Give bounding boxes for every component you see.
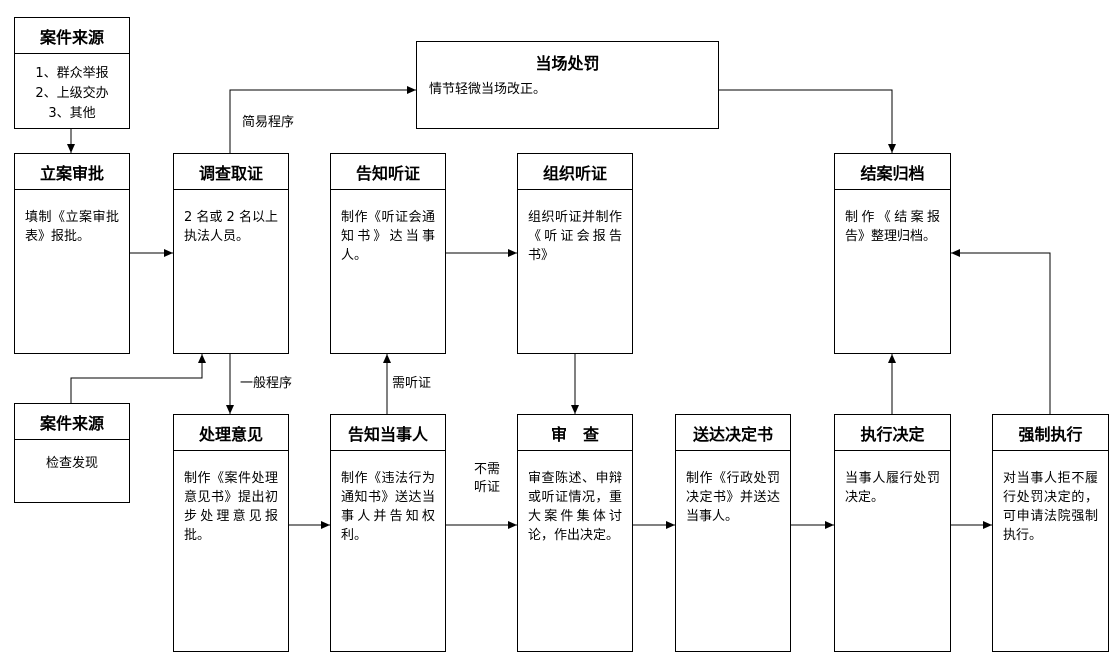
box-title: 调查取证 <box>174 154 288 190</box>
arrow-spot-penalty-to-closing <box>718 89 896 153</box>
box-body: 情节轻微当场改正。 <box>429 82 547 97</box>
arrow-forced-to-closing <box>951 249 1051 414</box>
box-title: 告知听证 <box>331 154 445 190</box>
box-title: 当场处罚 <box>535 54 600 73</box>
box-body: 1、群众举报 2、上级交办 3、其他 <box>35 66 109 121</box>
box-title: 结案归档 <box>835 154 950 190</box>
box-title: 执行决定 <box>835 415 950 451</box>
box-filing-approval: 立案审批 填制《立案审批表》报批。 <box>14 153 130 354</box>
label-need-hearing: 需听证 <box>392 376 432 391</box>
box-title: 审 查 <box>518 415 632 451</box>
arrow-investigation-to-spot-penalty <box>229 86 416 153</box>
box-body: 审查陈述、申辩或听证情况，重大案件集体讨论，作出决定。 <box>528 471 622 543</box>
box-title: 立案审批 <box>15 154 129 190</box>
box-body: 填制《立案审批表》报批。 <box>25 210 119 244</box>
box-title: 案件来源 <box>15 404 129 440</box>
box-case-closing: 结案归档 制作《结案报告》整理归档。 <box>834 153 951 354</box>
box-case-source-top: 案件来源 1、群众举报 2、上级交办 3、其他 <box>14 17 130 129</box>
label-no-hearing: 不需 听证 <box>474 462 501 495</box>
box-handling-opinion: 处理意见 制作《案件处理意见书》提出初步处理意见报批。 <box>173 414 289 652</box>
box-spot-penalty: 当场处罚 情节轻微当场改正。 <box>416 41 719 129</box>
box-deliver-decision: 送达决定书 制作《行政处罚决定书》并送达当事人。 <box>675 414 791 652</box>
box-body: 组织听证并制作《听证会报告书》 <box>528 210 622 263</box>
box-hearing-notice: 告知听证 制作《听证会通知书》达当事人。 <box>330 153 446 354</box>
box-body: 制作《听证会通知书》达当事人。 <box>341 210 435 263</box>
box-body: 检查发现 <box>45 456 98 471</box>
box-execute-decision: 执行决定 当事人履行处罚决定。 <box>834 414 951 652</box>
box-title: 送达决定书 <box>676 415 790 451</box>
box-body: 对当事人拒不履行处罚决定的，可申请法院强制执行。 <box>1003 471 1098 543</box>
box-body: 制作《违法行为通知书》送达当事人并告知权利。 <box>341 471 435 543</box>
box-review: 审 查 审查陈述、申辩或听证情况，重大案件集体讨论，作出决定。 <box>517 414 633 652</box>
box-body: 制作《行政处罚决定书》并送达当事人。 <box>686 471 780 524</box>
box-organize-hearing: 组织听证 组织听证并制作《听证会报告书》 <box>517 153 633 354</box>
box-forced-execution: 强制执行 对当事人拒不履行处罚决定的，可申请法院强制执行。 <box>992 414 1109 652</box>
box-title: 组织听证 <box>518 154 632 190</box>
box-title: 告知当事人 <box>331 415 445 451</box>
box-body: 制作《案件处理意见书》提出初步处理意见报批。 <box>184 471 278 543</box>
box-title: 强制执行 <box>993 415 1108 451</box>
box-case-source-bottom: 案件来源 检查发现 <box>14 403 130 503</box>
arrow-bottom-source-to-investigation <box>70 354 206 403</box>
label-simple-procedure: 简易程序 <box>242 115 295 130</box>
box-title: 处理意见 <box>174 415 288 451</box>
box-investigation: 调查取证 2 名或 2 名以上执法人员。 <box>173 153 289 354</box>
box-body: 制作《结案报告》整理归档。 <box>845 210 940 244</box>
box-body: 当事人履行处罚决定。 <box>845 471 940 505</box>
label-general-procedure: 一般程序 <box>240 376 293 391</box>
box-body: 2 名或 2 名以上执法人员。 <box>184 210 278 244</box>
box-title: 案件来源 <box>15 18 129 54</box>
box-notify-party: 告知当事人 制作《违法行为通知书》送达当事人并告知权利。 <box>330 414 446 652</box>
